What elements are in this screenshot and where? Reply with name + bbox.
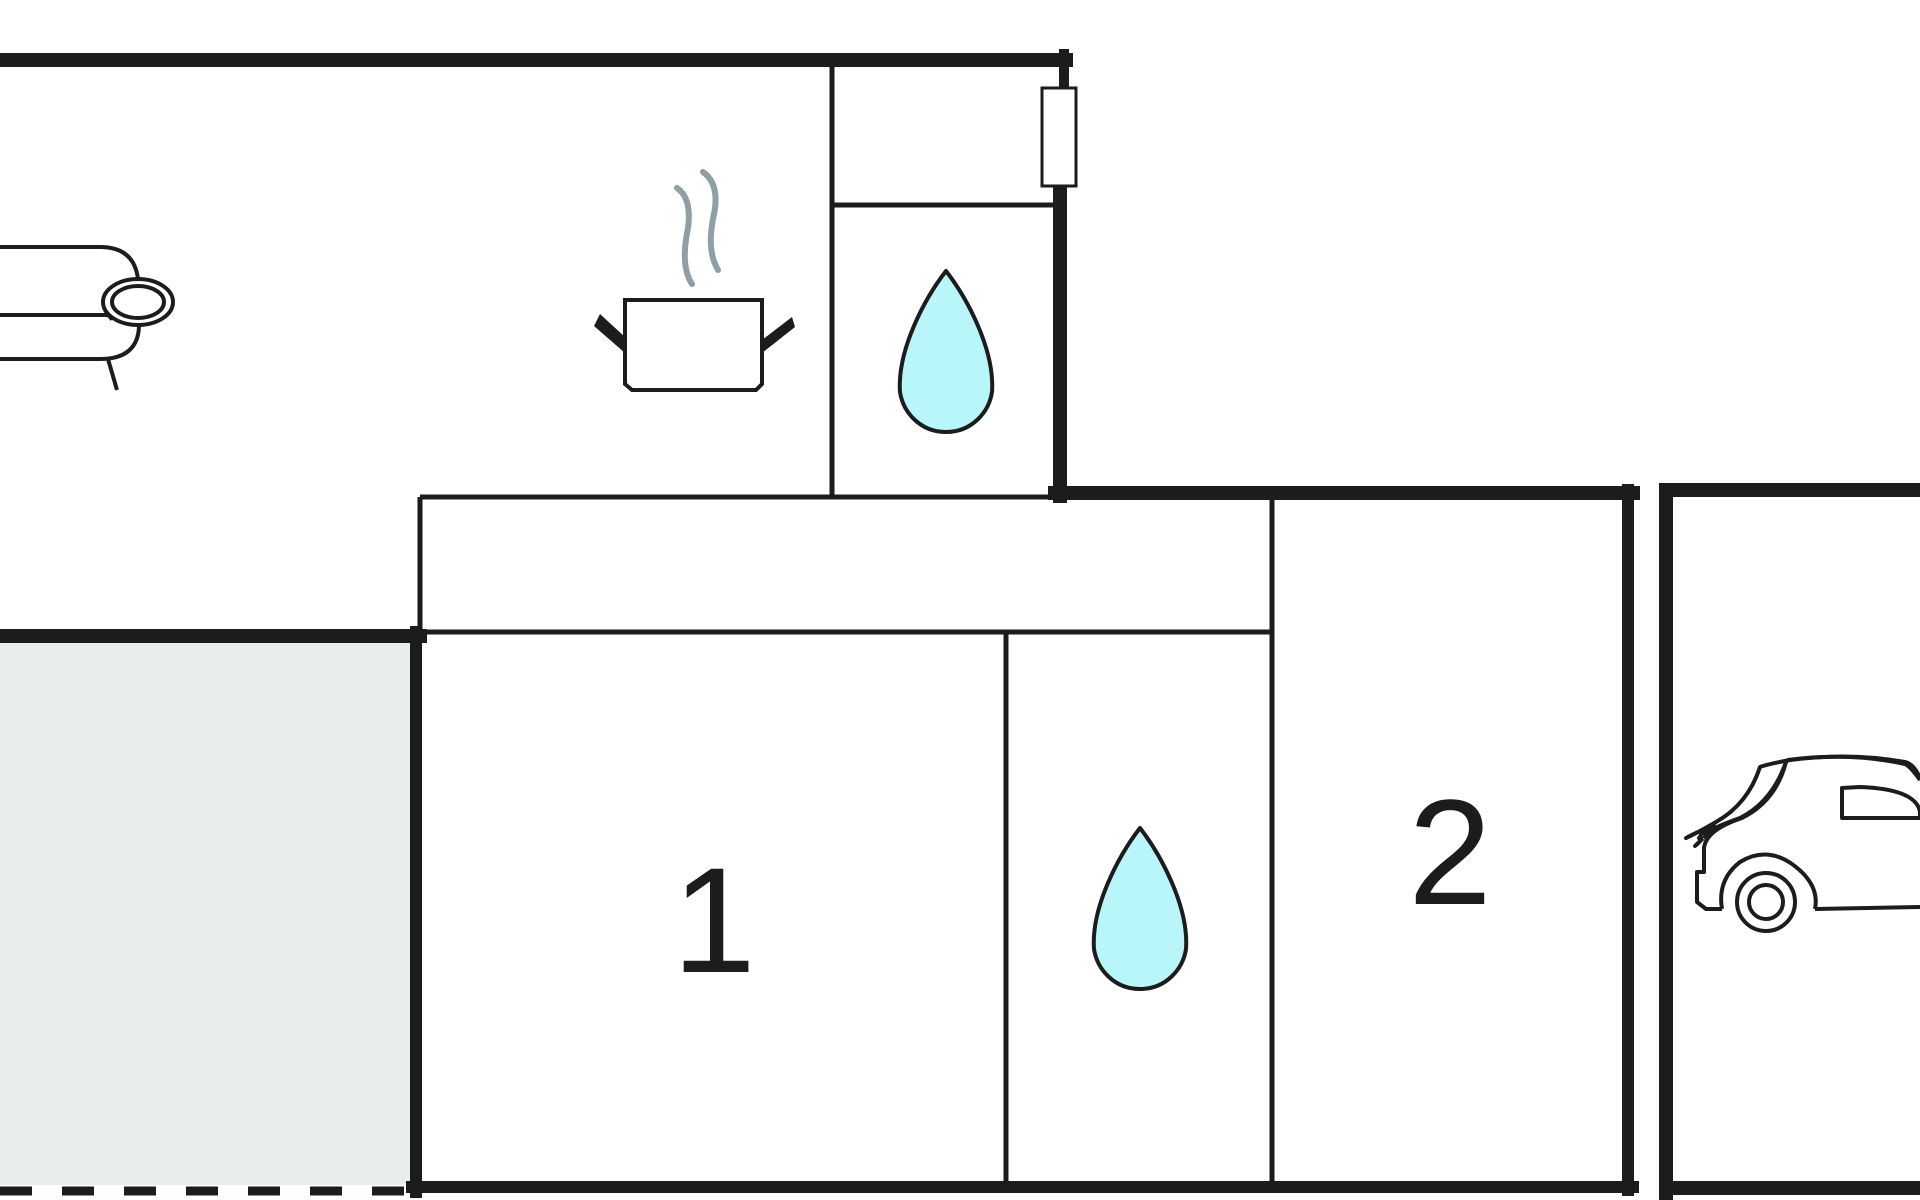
interior-walls [417, 66, 1275, 1182]
water-drop-icon [1091, 826, 1189, 991]
room-number-2: 2 [1408, 768, 1491, 936]
carport [1659, 483, 1920, 1200]
room-number-1: 1 [672, 836, 755, 1004]
sofa-icon [0, 245, 175, 391]
water-drop-icon [897, 269, 995, 434]
terrace [0, 640, 418, 1196]
window [1040, 86, 1078, 188]
cooking-pot-icon [594, 169, 795, 392]
car-icon [1684, 754, 1920, 933]
exterior-walls [0, 49, 1640, 1198]
